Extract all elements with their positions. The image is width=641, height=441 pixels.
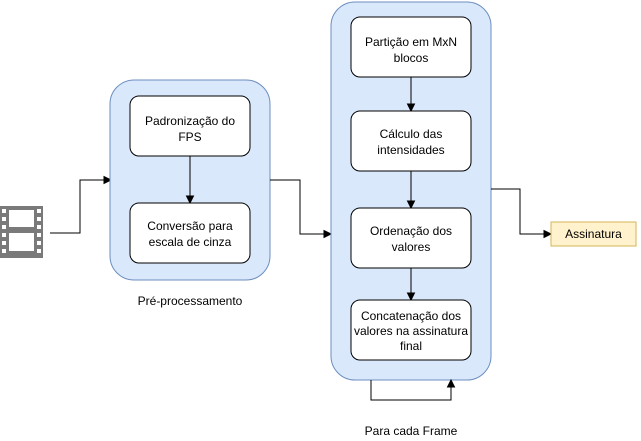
node-intensity-calculation-line1: Cálculo das <box>380 127 443 141</box>
node-signature-output-label: Assinatura <box>565 227 622 241</box>
edge-preprocessing-to-per-frame <box>270 179 324 235</box>
edge-partition-to-intensity-arrowhead <box>406 103 416 113</box>
group-per-frame-label: Para cada Frame <box>365 424 458 438</box>
node-grayscale-conversion: Conversão para escala de cinza <box>129 202 251 264</box>
node-value-concatenation-line2: valores na assinatura <box>354 324 468 338</box>
group-preprocessing-label: Pré-processamento <box>138 294 243 308</box>
node-value-sorting: Ordenação dos valores <box>350 207 472 269</box>
node-fps-normalization-line2: FPS <box>178 130 201 144</box>
edge-per-frame-to-signature <box>491 188 544 235</box>
film-strip-icon <box>0 206 43 258</box>
node-block-partition-line1: Partição em MxN <box>365 35 457 49</box>
node-intensity-calculation: Cálculo das intensidades <box>350 110 472 172</box>
node-block-partition-line2: blocos <box>394 51 429 65</box>
edge-input-to-preprocessing <box>50 179 104 234</box>
node-grayscale-conversion-line2: escala de cinza <box>149 235 232 249</box>
edge-per-frame-loop <box>370 380 452 401</box>
node-grayscale-conversion-line1: Conversão para <box>147 219 233 233</box>
node-signature-output: Assinatura <box>550 221 637 247</box>
node-value-sorting-line2: valores <box>392 240 431 254</box>
edge-input-to-preprocessing-arrowhead <box>103 175 113 185</box>
node-value-sorting-line1: Ordenação dos <box>370 224 452 238</box>
node-fps-normalization: Padronização do FPS <box>129 95 251 157</box>
node-value-concatenation-line3: final <box>400 339 422 353</box>
node-value-concatenation-line1: Concatenação dos <box>361 309 461 323</box>
edge-per-frame-to-signature-arrowhead <box>543 229 553 239</box>
edge-per-frame-loop-arrowhead <box>446 378 456 388</box>
node-fps-normalization-line1: Padronização do <box>145 114 235 128</box>
edge-intensity-to-sort-arrowhead <box>406 200 416 210</box>
edge-preprocessing-to-per-frame-arrowhead <box>323 229 333 239</box>
node-block-partition: Partição em MxN blocos <box>350 16 472 78</box>
edge-fps-to-grayscale-arrowhead <box>185 195 195 205</box>
node-intensity-calculation-line2: intensidades <box>377 143 444 157</box>
node-value-concatenation: Concatenação dos valores na assinatura f… <box>350 299 472 361</box>
edge-sort-to-concat-arrowhead <box>406 292 416 302</box>
